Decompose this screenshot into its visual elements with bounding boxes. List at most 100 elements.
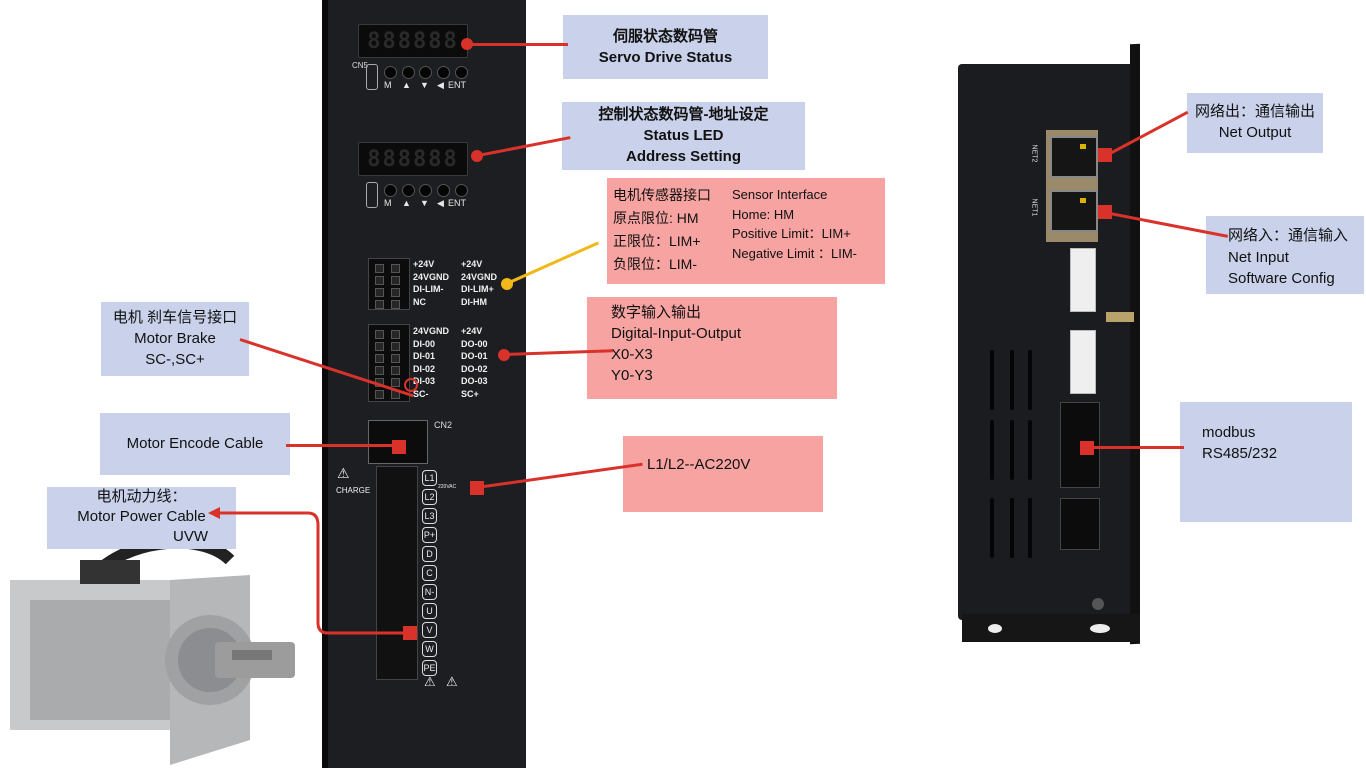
up-button-2[interactable]: [402, 184, 415, 197]
drive-edge: [322, 0, 328, 768]
address-port[interactable]: [366, 182, 378, 208]
servo-status-cn: 伺服状态数码管: [612, 28, 718, 45]
terminal-label-pplus: P+: [422, 527, 437, 543]
servo-status-arrow: [468, 43, 568, 46]
io-pin-r2: DO-01: [461, 351, 488, 361]
modbus-arrow: [1090, 446, 1184, 449]
net-input-callout: 网络入：通信输入 Net Input Software Config: [1206, 216, 1364, 294]
servo-status-callout: 伺服状态数码管 Servo Drive Status: [563, 15, 768, 79]
dio-line-2: X0-X3: [611, 346, 653, 363]
net2-label: NET2: [1030, 144, 1038, 163]
io-pins-right: +24V DO-00 DO-01 DO-02 DO-03 SC+: [461, 325, 488, 400]
servo-status-digits: 888888: [367, 28, 459, 54]
sensor-callout: 电机传感器接口 原点限位: HM 正限位：LIM+ 负限位：LIM- Senso…: [607, 178, 885, 284]
servo-status-en: Servo Drive Status: [598, 49, 733, 66]
btn-label-left-2: ◀: [437, 198, 444, 208]
up-button-1[interactable]: [402, 66, 415, 79]
sensor-connector[interactable]: [368, 258, 410, 310]
sensor-pin-l3: NC: [413, 296, 426, 307]
modbus-line-1: RS485/232: [1202, 445, 1278, 462]
white-connector-2[interactable]: [1070, 330, 1096, 394]
io-pin-l1: DI-00: [413, 338, 436, 349]
brake-anchor: [404, 378, 418, 392]
io-connector[interactable]: [368, 324, 410, 402]
sensor-cn-1: 原点限位: HM: [613, 210, 699, 226]
aux-port[interactable]: [1060, 498, 1100, 550]
brake-line-0: 电机 刹车信号接口: [112, 309, 238, 326]
sensor-pin-r1: 24VGND: [461, 271, 498, 282]
status-led-en2: Address Setting: [625, 148, 742, 165]
btn-label-ent-1: ENT: [448, 80, 466, 90]
net-in-line-1: Net Input: [1228, 248, 1289, 266]
sensor-en-0: Sensor Interface: [732, 187, 828, 202]
io-pin-l5: SC-: [413, 388, 429, 399]
encoder-arrow: [286, 444, 394, 447]
io-pins-left: 24VGND DI-00 DI-01 DI-02 DI-03 SC-: [413, 325, 449, 400]
btn-label-m-2: M: [384, 198, 392, 208]
servo-status-display: 888888: [358, 24, 468, 58]
terminal-label-l2: L2: [422, 489, 437, 505]
warning-icon: ⚠: [337, 465, 350, 481]
sensor-en-2: Positive Limit：LIM+: [732, 226, 851, 241]
brake-line-1: Motor Brake: [134, 330, 216, 347]
btn-label-left-1: ◀: [437, 80, 444, 90]
terminal-label-v: V: [422, 622, 437, 638]
vac-label: 220VAC: [438, 484, 457, 490]
io-pin-l0: 24VGND: [413, 326, 450, 336]
cn5-label: CN5: [352, 61, 369, 70]
cn5-usb-port[interactable]: [366, 64, 378, 90]
status-led-en1: Status LED: [643, 127, 724, 144]
net2-port[interactable]: [1050, 136, 1098, 178]
btn-label-up-2: ▲: [402, 198, 411, 208]
io-pin-l2: DI-01: [413, 351, 436, 361]
sensor-en-3: Negative Limit ：LIM-: [732, 245, 857, 261]
ent-button-2[interactable]: [455, 184, 468, 197]
ground-screw: [1106, 312, 1134, 322]
net1-label: NET1: [1030, 198, 1038, 217]
dio-line-0: 数字输入输出: [611, 304, 702, 321]
encoder-callout: Motor Encode Cable: [100, 413, 290, 475]
modbus-callout: modbus RS485/232: [1180, 402, 1352, 522]
left-button-1[interactable]: [437, 66, 450, 79]
io-pin-l4: DI-03: [413, 376, 436, 386]
modbus-anchor: [1080, 441, 1094, 455]
net-in-line-2: Software Config: [1228, 270, 1335, 287]
cn2-label: CN2: [434, 420, 452, 430]
status-led-display: 888888: [358, 142, 468, 176]
servo-motor-image: [10, 540, 295, 765]
m-button-2[interactable]: [384, 184, 397, 197]
down-button-1[interactable]: [419, 66, 432, 79]
io-pin-l3: DI-02: [413, 363, 436, 374]
btn-label-down-1: ▼: [420, 80, 429, 90]
sensor-pins-right: +24V 24VGND DI-LIM+ DI-HM: [461, 258, 497, 308]
io-pin-r1: DO-00: [461, 338, 488, 349]
net-input-anchor: [1098, 205, 1112, 219]
brake-line-2: SC-,SC+: [145, 351, 205, 368]
white-connector-1[interactable]: [1070, 248, 1096, 312]
sensor-cn-3: 负限位：LIM-: [613, 256, 697, 272]
sensor-cn-2: 正限位：LIM+: [613, 233, 701, 249]
m-button-1[interactable]: [384, 66, 397, 79]
btn-label-m-1: M: [384, 80, 392, 90]
net-out-line-1: Net Output: [1218, 124, 1292, 141]
sensor-pin-r2: DI-LIM+: [461, 284, 494, 294]
sensor-pin-r0: +24V: [461, 259, 483, 269]
status-led-cn: 控制状态数码管-地址设定: [598, 106, 769, 123]
power-terminal-block[interactable]: [376, 466, 418, 680]
down-button-2[interactable]: [419, 184, 432, 197]
shock-warning-icon: ⚠: [446, 674, 458, 689]
sensor-en-list: Sensor Interface Home: HM Positive Limit…: [732, 185, 857, 263]
warning-icon-bottom: ⚠: [424, 674, 436, 689]
ent-button-1[interactable]: [455, 66, 468, 79]
sensor-pin-l2: DI-LIM-: [413, 284, 444, 294]
sensor-cn-list: 电机传感器接口 原点限位: HM 正限位：LIM+ 负限位：LIM-: [613, 184, 711, 276]
terminal-label-pe: PE: [422, 660, 437, 676]
btn-label-down-2: ▼: [420, 198, 429, 208]
motor-power-arrow: [208, 507, 413, 635]
motor-power-line-0: 电机动力线：: [96, 488, 187, 505]
btn-label-ent-2: ENT: [448, 198, 466, 208]
net1-port[interactable]: [1050, 190, 1098, 232]
net-out-line-0: 网络出：通信输出: [1194, 103, 1315, 120]
left-button-2[interactable]: [437, 184, 450, 197]
motor-power-callout: 电机动力线： Motor Power Cable UVW: [47, 487, 236, 549]
